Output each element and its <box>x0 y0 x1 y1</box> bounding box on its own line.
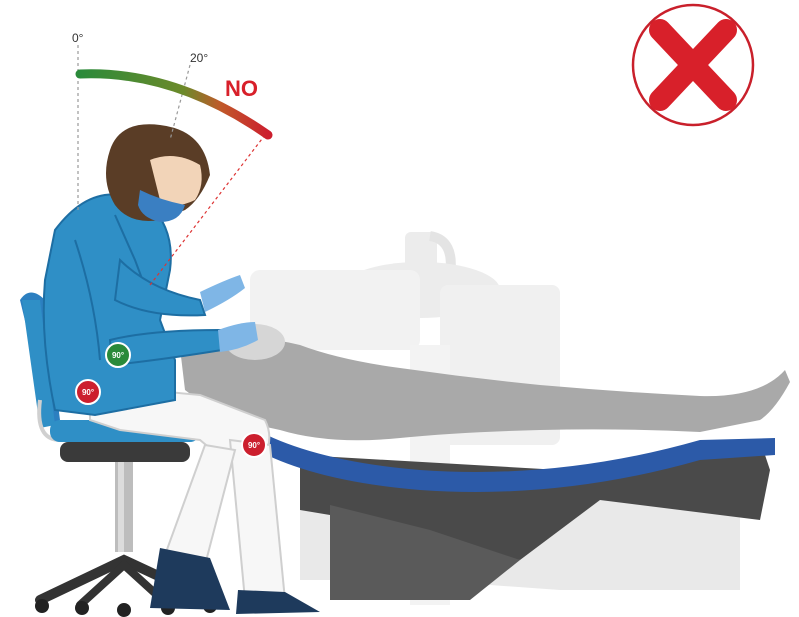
verdict-label: NO <box>225 76 258 101</box>
angle-label-zero: 0° <box>72 31 84 45</box>
svg-text:90°: 90° <box>82 388 94 397</box>
svg-text:90°: 90° <box>112 351 124 360</box>
angle-label-twenty: 20° <box>190 51 208 65</box>
svg-text:90°: 90° <box>248 441 260 450</box>
operator-head <box>106 124 210 222</box>
incorrect-badge <box>633 5 753 125</box>
elbow-angle-badge: 90° <box>106 343 130 367</box>
knee-angle-badge: 90° <box>242 433 266 457</box>
dental-chair <box>240 420 775 600</box>
hip-angle-badge: 90° <box>76 380 100 404</box>
